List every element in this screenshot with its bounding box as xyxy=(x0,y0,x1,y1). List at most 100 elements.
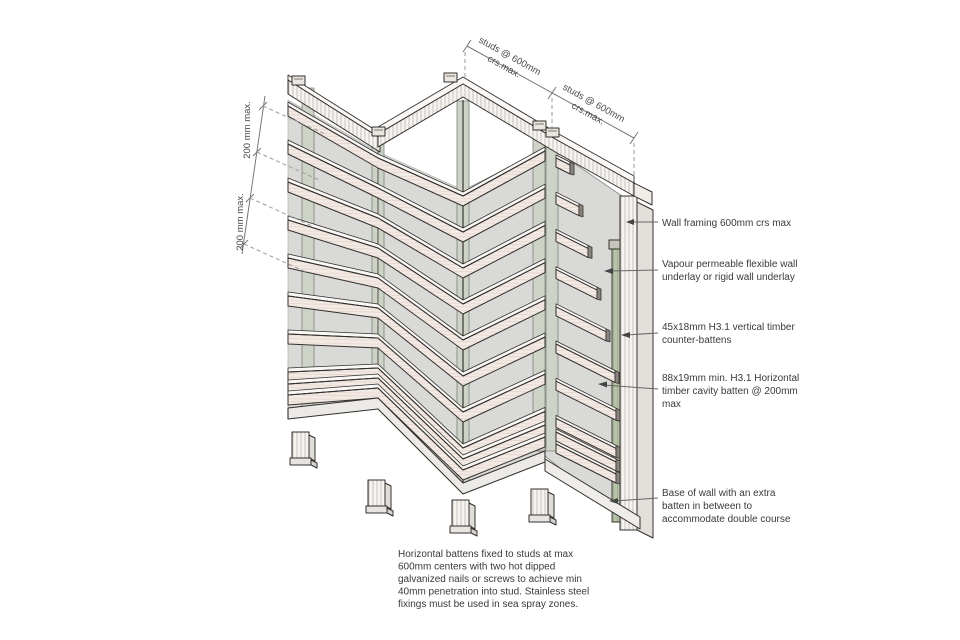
cavity-batten-end-cap xyxy=(596,286,602,301)
batten-edge xyxy=(287,143,379,189)
stud-leg-foot-side xyxy=(470,527,478,537)
batten-edge xyxy=(377,377,464,460)
batten-edge xyxy=(377,157,464,197)
stud-leg-foot-side xyxy=(549,516,557,526)
batten-edge xyxy=(462,262,546,305)
callout-text: underlay or rigid wall underlay xyxy=(662,272,795,283)
dimension-tick xyxy=(462,39,472,53)
batten-edge xyxy=(462,436,546,471)
dimension-left-battens xyxy=(239,95,326,273)
stud-cap-top xyxy=(548,130,557,132)
cavity-batten-end-cap xyxy=(614,370,620,384)
callout-text: 88x19mm min. H3.1 Horizontal xyxy=(662,373,799,384)
batten-edge xyxy=(287,105,379,159)
dimension-label-200mm-2: 200 mm max. xyxy=(235,193,246,251)
note-line: galvanized nails or screws to achieve mi… xyxy=(398,574,582,585)
stud-cap-top xyxy=(294,78,303,80)
stud-leg-side xyxy=(468,502,476,530)
stud-cap xyxy=(532,120,547,131)
top-plate-end-face xyxy=(633,182,653,206)
note-line: 40mm penetration into stud. Stainless st… xyxy=(398,587,589,598)
base-sill xyxy=(544,458,641,530)
leader-base-of-wall xyxy=(609,497,659,504)
stud-leg xyxy=(367,479,386,507)
leader-cavity-batten xyxy=(598,381,659,390)
counter-batten-strip xyxy=(301,87,315,409)
batten-edge xyxy=(462,373,546,413)
callout-cavity-batten: 88x19mm min. H3.1 Horizontal timber cavi… xyxy=(662,373,799,410)
end-stud-front xyxy=(619,195,638,531)
callout-text: Wall framing 600mm crs max xyxy=(662,218,791,229)
extension-line xyxy=(243,243,307,273)
batten-edge xyxy=(287,377,379,385)
callout-text: accommodate double course xyxy=(662,514,791,525)
stud-cap xyxy=(371,126,386,137)
callout-text: counter-battens xyxy=(662,335,732,346)
batten-edge xyxy=(377,337,464,413)
callout-text: Vapour permeable flexible wall xyxy=(662,259,797,270)
extension-line xyxy=(249,197,313,227)
stud-leg-side xyxy=(547,491,555,519)
batten-edge xyxy=(287,257,379,279)
dimension-tick xyxy=(629,131,639,145)
batten-edge xyxy=(462,410,546,449)
stud-cap-top xyxy=(446,75,455,77)
callout-base-of-wall: Base of wall with an extra batten in bet… xyxy=(662,488,791,525)
batten-edge xyxy=(377,217,464,269)
batten-edge xyxy=(287,219,379,249)
dimension-top-studs xyxy=(462,39,639,176)
stud-leg-foot-side xyxy=(386,507,394,517)
batten-edge xyxy=(462,150,546,197)
stud-leg xyxy=(530,488,549,516)
note-line: fixings must be used in sea spray zones. xyxy=(398,599,578,610)
callout-wall-framing: Wall framing 600mm crs max xyxy=(662,218,791,229)
stud-leg xyxy=(291,431,310,459)
cavity-batten-end-cap xyxy=(615,444,621,459)
stud-leg-foot-side xyxy=(310,459,318,469)
extension-line xyxy=(262,105,326,135)
callout-text: Base of wall with an extra xyxy=(662,488,776,499)
batten-edge xyxy=(377,387,464,471)
cavity-batten-end-cap xyxy=(605,328,611,343)
callout-text: 45x18mm H3.1 vertical timber xyxy=(662,322,795,333)
dimension-text: 200 mm max. xyxy=(242,101,253,159)
leader-counter-battens xyxy=(621,332,659,338)
counter-batten-strip xyxy=(532,121,546,452)
batten-edge xyxy=(462,424,546,460)
stud-leg-side xyxy=(308,434,316,462)
dimension-label-200mm-1: 200 mm max. xyxy=(242,101,253,159)
stud-leg-foot xyxy=(289,457,312,466)
dimension-label-studs-1: studs @ 600mm crs.max. xyxy=(477,35,543,81)
leader-wall-framing xyxy=(626,219,658,225)
batten-edge xyxy=(287,387,379,396)
stud-cap xyxy=(443,72,458,83)
batten-edge xyxy=(377,187,464,233)
cavity-batten-end-cap xyxy=(615,407,621,422)
fixing-note: Horizontal battens fixed to studs at max… xyxy=(398,549,589,610)
batten-edge xyxy=(377,247,464,305)
note-line: Horizontal battens fixed to studs at max xyxy=(398,549,573,560)
stud-leg-foot xyxy=(365,505,388,514)
stud-cap-top xyxy=(374,129,383,131)
batten-edge xyxy=(377,367,464,449)
cavity-batten-end-cap xyxy=(569,161,575,176)
batten-edge xyxy=(377,307,464,377)
batten-edge xyxy=(287,295,379,309)
batten-edge xyxy=(377,277,464,341)
stud-leg-foot xyxy=(449,525,472,534)
dimension-text: 200 mm max. xyxy=(235,193,246,251)
callout-text: batten in between to xyxy=(662,501,753,512)
batten-edge xyxy=(462,336,546,377)
cavity-batten-end-cap xyxy=(615,458,621,473)
callout-text: timber cavity batten @ 200mm xyxy=(662,386,798,397)
stud-leg-side xyxy=(384,482,392,510)
top-plate-left xyxy=(287,79,381,153)
counter-batten-strip xyxy=(545,128,559,452)
batten-edge xyxy=(462,187,546,233)
stud-cap xyxy=(291,75,306,86)
batten-edge xyxy=(462,299,546,341)
stud-cap-top xyxy=(535,123,544,125)
callout-counter-battens: 45x18mm H3.1 vertical timber counter-bat… xyxy=(662,322,795,346)
note-line: 600mm centers with two hot dipped xyxy=(398,562,555,573)
